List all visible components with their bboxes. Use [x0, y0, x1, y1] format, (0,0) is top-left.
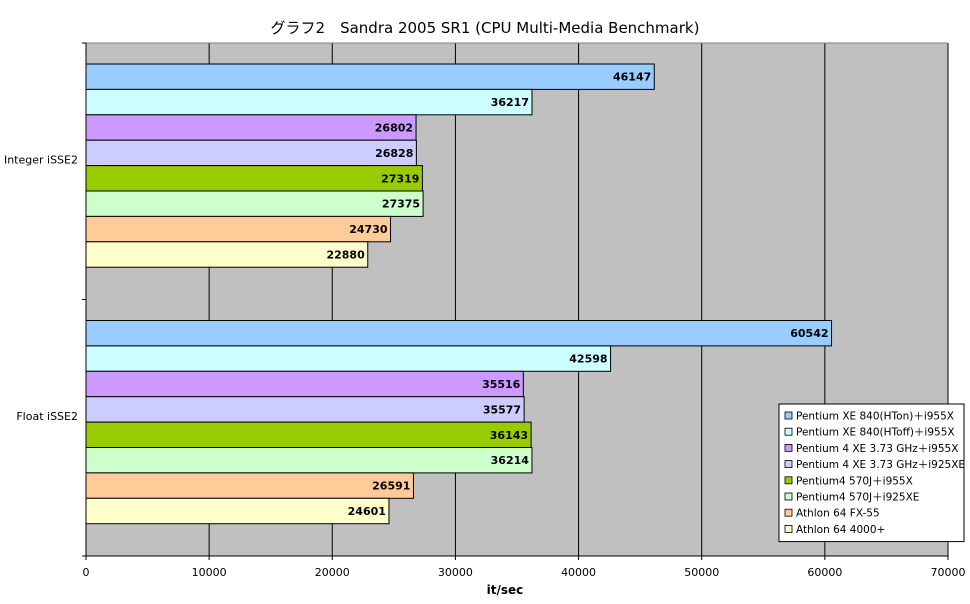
x-tick-label-7: 70000 [931, 566, 966, 579]
bar-value-label-1-4: 36143 [490, 429, 528, 442]
bar-0-2 [85, 114, 417, 141]
bar-value-label-1-5: 36214 [491, 454, 530, 467]
bar-value-label-0-6: 24730 [349, 223, 388, 236]
legend-label-1: Pentium XE 840(HToff)＋i955X [796, 427, 955, 439]
bar-value-label-1-3: 35577 [483, 403, 521, 416]
category-label-1: Float iSSE2 [16, 410, 78, 423]
bar-value-label-0-3: 26828 [375, 147, 413, 160]
legend-swatch-4 [784, 476, 793, 485]
legend-swatch-5 [784, 492, 793, 501]
bar-value-label-0-2: 26802 [375, 122, 413, 135]
x-tick-label-0: 0 [83, 566, 90, 579]
legend-label-5: Pentium4 570J＋i925XE [796, 492, 919, 504]
bar-1-0 [85, 320, 833, 347]
legend-swatch-0 [784, 411, 793, 420]
bar-1-4 [85, 421, 532, 449]
legend-swatch-6 [784, 508, 793, 517]
legend-box [778, 403, 965, 543]
bar-0-5 [85, 190, 424, 217]
x-tick-label-6: 60000 [807, 566, 842, 579]
bar-0-7 [85, 241, 369, 268]
chart-title: グラフ2 Sandra 2005 SR1 (CPU Multi-Media Be… [270, 19, 700, 37]
bar-1-6 [85, 472, 414, 499]
bar-0-4 [85, 165, 423, 192]
x-tick-label-3: 30000 [438, 566, 473, 579]
bar-value-label-0-0: 46147 [613, 71, 651, 84]
legend-label-0: Pentium XE 840(HTon)＋i955X [796, 411, 954, 423]
bar-0-6 [85, 215, 392, 243]
bar-value-label-1-1: 42598 [569, 353, 607, 366]
category-label-0: Integer iSSE2 [4, 153, 78, 166]
bar-value-label-0-5: 27375 [382, 198, 420, 211]
legend-label-4: Pentium4 570J＋i955X [796, 475, 913, 487]
legend-label-3: Pentium 4 XE 3.73 GHz＋i925XE [796, 459, 965, 471]
bar-1-5 [85, 447, 533, 474]
x-tick-label-1: 10000 [192, 566, 227, 579]
x-tick-label-4: 40000 [561, 566, 596, 579]
legend-swatch-7 [784, 525, 793, 533]
bar-0-1 [85, 88, 533, 116]
x-axis-title: it/sec [487, 583, 524, 597]
x-tick-label-2: 20000 [315, 566, 350, 579]
bar-0-0 [85, 63, 655, 90]
x-tick-label-5: 50000 [684, 566, 719, 579]
bar-value-label-0-7: 22880 [326, 249, 365, 262]
bar-value-label-1-6: 26591 [372, 480, 410, 493]
bar-value-label-1-0: 60542 [790, 327, 828, 340]
legend-swatch-1 [784, 427, 793, 436]
bar-1-3 [85, 396, 525, 423]
bar-value-label-0-1: 36217 [491, 96, 529, 109]
bar-1-1 [85, 345, 612, 372]
legend-label-6: Athlon 64 FX-55 [796, 508, 880, 520]
bar-value-label-0-4: 27319 [381, 172, 419, 185]
bar-1-2 [85, 370, 524, 398]
bar-value-label-1-2: 35516 [482, 378, 521, 391]
legend-label-7: Athlon 64 4000+ [796, 524, 885, 536]
legend-swatch-3 [784, 460, 793, 469]
legend-label-2: Pentium 4 XE 3.73 GHz＋i955X [796, 443, 958, 455]
bar-value-label-1-7: 24601 [348, 505, 386, 518]
bar-0-3 [85, 139, 417, 167]
legend-swatch-2 [784, 443, 793, 452]
bar-1-7 [85, 497, 390, 525]
